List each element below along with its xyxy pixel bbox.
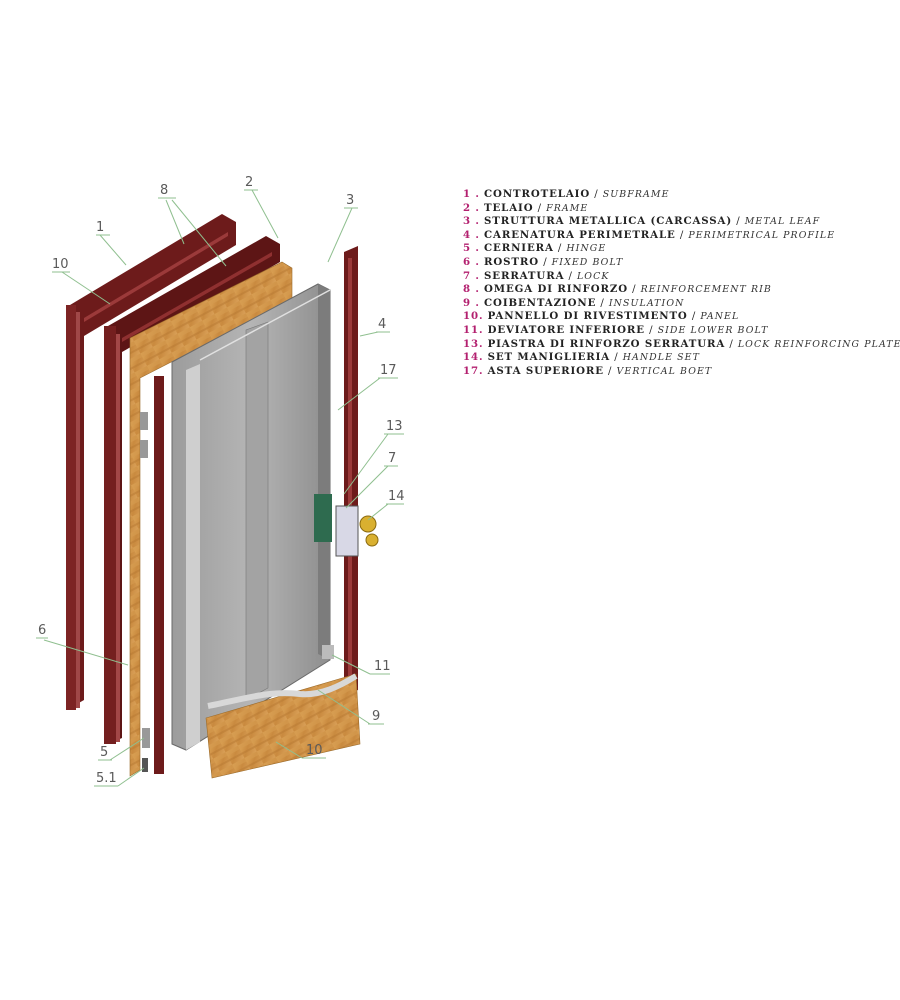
callout-2: 2 xyxy=(245,175,253,190)
legend-italian-name: PIASTRA DI RINFORZO SERRATURA xyxy=(487,337,726,350)
legend-row: 3 . STRUTTURA METALLICA (CARCASSA) / MET… xyxy=(463,215,821,228)
legend-row: 10. PANNELLO DI RIVESTIMENTO / PANEL xyxy=(463,310,740,323)
legend-number: 4 . xyxy=(463,228,480,241)
legend-row: 11. DEVIATORE INFERIORE / SIDE LOWER BOL… xyxy=(463,323,769,336)
callout-13: 13 xyxy=(386,419,403,434)
legend-english-name: FIXED BOLT xyxy=(551,256,624,268)
legend-number: 14. xyxy=(463,351,484,364)
front-panel xyxy=(205,673,361,779)
legend-italian-name: OMEGA DI RINFORZO xyxy=(484,283,628,296)
metal-leaf xyxy=(171,283,331,751)
legend-english-name: LOCK REINFORCING PLATE xyxy=(737,338,900,350)
legend-english-name: SUBFRAME xyxy=(602,189,670,200)
callout-3: 3 xyxy=(346,193,354,208)
legend-english-name: FRAME xyxy=(546,202,589,214)
legend-italian-name: CONTROTELAIO xyxy=(484,188,591,200)
legend-italian-name: SET MANIGLIERIA xyxy=(487,351,611,364)
legend-number: 8 . xyxy=(463,283,480,296)
callout-6: 6 xyxy=(38,623,46,638)
callout-9: 9 xyxy=(372,709,380,724)
perimetrical-profile xyxy=(344,246,358,696)
legend-row: 9 . COIBENTAZIONE / INSULATION xyxy=(463,296,685,309)
legend-row: 4 . CARENATURA PERIMETRALE / PERIMETRICA… xyxy=(463,228,836,241)
lock-assembly xyxy=(314,494,379,557)
callout-17: 17 xyxy=(380,363,397,378)
callout-14: 14 xyxy=(388,489,405,504)
legend-english-name: METAL LEAF xyxy=(744,216,821,228)
frame xyxy=(104,236,280,744)
callout-4: 4 xyxy=(378,317,386,332)
legend-italian-name: ASTA SUPERIORE xyxy=(487,364,604,377)
callout-10-top: 10 xyxy=(52,257,69,272)
legend-number: 17. xyxy=(463,364,484,377)
legend-english-name: PERIMETRICAL PROFILE xyxy=(688,229,836,241)
legend-italian-name: PANNELLO DI RIVESTIMENTO xyxy=(487,310,688,323)
callout-11: 11 xyxy=(374,659,391,674)
legend-row: 8 . OMEGA DI RINFORZO / REINFORCEMENT RI… xyxy=(463,283,772,296)
callout-8: 8 xyxy=(160,183,168,198)
callout-5: 5 xyxy=(100,745,108,760)
legend-number: 6 . xyxy=(463,255,480,268)
callout-1: 1 xyxy=(96,220,104,235)
legend-row: 6 . ROSTRO / FIXED BOLT xyxy=(463,255,624,268)
hinges xyxy=(140,412,334,772)
legend-italian-name: STRUTTURA METALLICA (CARCASSA) xyxy=(484,215,733,228)
legend-italian-name: ROSTRO xyxy=(484,255,540,268)
legend-english-name: INSULATION xyxy=(608,297,685,309)
legend-italian-name: TELAIO xyxy=(484,201,534,214)
legend-row: 7 . SERRATURA / LOCK xyxy=(463,269,610,282)
legend-row: 5 . CERNIERA / HINGE xyxy=(463,242,607,255)
legend-row: 2 . TELAIO / FRAME xyxy=(463,201,589,214)
legend-row: 14. SET MANIGLIERIA / HANDLE SET xyxy=(463,351,700,364)
legend-number: 2 . xyxy=(463,201,480,214)
leader-lines xyxy=(36,189,404,787)
legend-english-name: REINFORCEMENT RIB xyxy=(640,284,772,296)
legend-italian-name: COIBENTAZIONE xyxy=(484,296,597,309)
legend-italian-name: CARENATURA PERIMETRALE xyxy=(484,228,676,241)
legend-number: 1 . xyxy=(463,188,480,200)
legend-number: 7 . xyxy=(463,269,480,282)
legend-number: 5 . xyxy=(463,242,480,255)
legend-row: 13. PIASTRA DI RINFORZO SERRATURA / LOCK… xyxy=(463,337,900,350)
legend-english-name: PANEL xyxy=(700,311,740,323)
legend-english-name: LOCK xyxy=(576,270,610,282)
legend-number: 13. xyxy=(463,337,484,350)
legend-english-name: SIDE LOWER BOLT xyxy=(657,324,769,336)
legend-italian-name: DEVIATORE INFERIORE xyxy=(487,323,645,336)
legend-italian-name: CERNIERA xyxy=(484,242,554,255)
legend-number: 10. xyxy=(463,310,484,323)
callout-10-bottom: 10 xyxy=(306,743,323,758)
legend-row: 17. ASTA SUPERIORE / VERTICAL BOET xyxy=(463,364,713,377)
legend-english-name: HINGE xyxy=(566,243,607,255)
legend-english-name: HANDLE SET xyxy=(622,352,700,364)
subframe xyxy=(66,214,236,710)
callout-7: 7 xyxy=(388,451,396,466)
legend-row: 1 . CONTROTELAIO / SUBFRAME xyxy=(463,188,670,200)
legend-number: 3 . xyxy=(463,215,480,228)
callout-5-1: 5.1 xyxy=(96,771,117,786)
legend-italian-name: SERRATURA xyxy=(484,269,565,282)
legend-number: 9 . xyxy=(463,296,480,309)
legend-english-name: VERTICAL BOET xyxy=(616,365,713,377)
legend-number: 11. xyxy=(463,323,484,336)
callout-labels: 1 2 3 4 5 5.1 6 7 8 9 10 10 11 13 14 17 xyxy=(38,175,405,786)
